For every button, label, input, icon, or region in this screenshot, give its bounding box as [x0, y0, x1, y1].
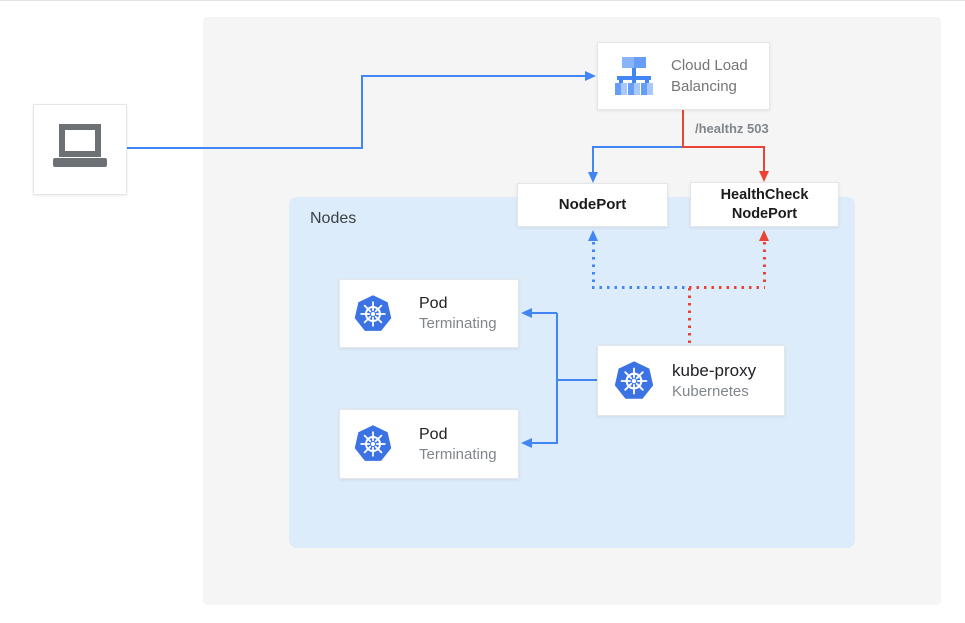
- healthcheck-label-line1: HealthCheck: [720, 187, 809, 204]
- pod-box: Pod Terminating: [339, 409, 519, 479]
- arrowhead-left-icon: [521, 437, 532, 448]
- pod-title: Pod: [419, 425, 448, 443]
- edge-segment: [592, 146, 594, 175]
- kubernetes-icon: [353, 424, 393, 464]
- arrowhead-up-icon: [758, 230, 769, 241]
- arrowhead-up-icon: [587, 230, 598, 241]
- edge-segment: [682, 110, 684, 148]
- pod-title: Pod: [419, 295, 448, 312]
- kubernetes-icon: [613, 360, 655, 402]
- pod-status: Terminating: [419, 445, 497, 463]
- edge-segment: [688, 288, 691, 345]
- edge-segment: [689, 286, 765, 289]
- nodes-label: Nodes: [310, 210, 357, 227]
- edge-segment: [557, 379, 597, 381]
- kubernetes-icon: [353, 294, 393, 334]
- edge-segment: [556, 313, 558, 444]
- arrowhead-right-icon: [585, 70, 596, 81]
- edge-segment: [361, 75, 363, 149]
- kube-proxy-box: kube-proxy Kubernetes: [597, 345, 785, 416]
- healthcheck-nodeport-box: HealthCheck NodePort: [690, 182, 839, 227]
- edge-segment: [592, 242, 595, 287]
- edge-segment: [763, 242, 766, 287]
- healthcheck-label-line2: NodePort: [731, 205, 798, 222]
- edge-segment: [532, 442, 557, 444]
- edge-segment: [592, 286, 689, 289]
- client-box: [33, 104, 127, 195]
- nodeport-box: NodePort: [517, 183, 668, 227]
- healthz-edge-label: /healthz 503: [695, 121, 769, 136]
- kube-proxy-title: kube-proxy: [672, 361, 757, 380]
- clb-label-line1: Cloud Load: [671, 57, 748, 74]
- kube-proxy-subtitle: Kubernetes: [672, 383, 749, 400]
- clb-label-line2: Balancing: [671, 78, 737, 95]
- edge-segment: [127, 147, 363, 149]
- edge-segment: [684, 146, 765, 148]
- pod-box: Pod Terminating: [339, 279, 519, 348]
- edge-segment: [532, 312, 557, 314]
- pod-status: Terminating: [419, 315, 497, 332]
- edge-segment: [592, 146, 682, 148]
- cloud-load-balancing-box: Cloud Load Balancing: [597, 42, 770, 110]
- laptop-icon: [53, 123, 107, 167]
- arrowhead-down-icon: [758, 171, 769, 182]
- edge-segment: [361, 75, 585, 77]
- arrowhead-left-icon: [521, 307, 532, 318]
- arrowhead-down-icon: [587, 172, 598, 183]
- nodeport-label: NodePort: [558, 195, 627, 213]
- edge-segment: [763, 146, 765, 173]
- load-balancer-icon: [615, 57, 653, 95]
